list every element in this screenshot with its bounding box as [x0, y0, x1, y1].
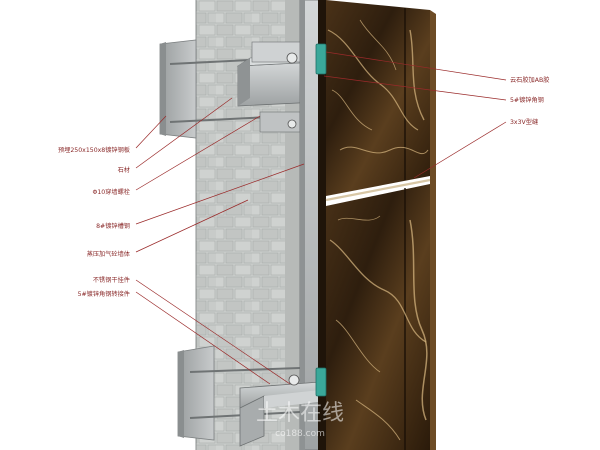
bolt-nut-icon — [287, 119, 297, 129]
bolt-nut-icon — [288, 374, 300, 386]
right-labels: 云石胶加AB胶 5#镀锌角钢 3x3V型缝 — [510, 76, 549, 126]
lower-angle-bracket — [239, 374, 321, 447]
v-joint — [325, 178, 431, 202]
marble-edge — [318, 0, 326, 450]
embedded-plate-upper — [159, 39, 197, 139]
label-v-joint: 3x3V型缝 — [510, 118, 538, 126]
label-stone: 石材 — [118, 166, 130, 174]
label-angle-connector: 5#镀锌角钢转接件 — [78, 290, 130, 298]
stone-clip-lower — [315, 367, 327, 397]
stone-clip-upper — [315, 43, 327, 75]
watermark-url: co188.com — [275, 429, 325, 439]
watermark-logo: 土木在线 — [256, 401, 344, 426]
label-angle-steel: 5#镀锌角钢 — [510, 96, 544, 104]
label-wall: 蒸压加气砼墙体 — [87, 250, 131, 258]
embedded-plate-lower — [177, 345, 215, 441]
upper-channel-bracket — [236, 41, 332, 133]
left-labels: 预埋250x150x8镀锌钢板 石材 Φ10穿墙螺栓 8#镀锌槽钢 蒸压加气砼墙… — [58, 146, 131, 298]
label-clip: 不锈钢干挂件 — [93, 276, 130, 284]
label-channel: 8#镀锌槽钢 — [96, 222, 130, 230]
leader-lines — [135, 51, 507, 385]
bolt-nut-icon — [286, 52, 298, 64]
label-embedded-plate: 预埋250x150x8镀锌钢板 — [58, 146, 130, 154]
label-adhesive: 云石胶加AB胶 — [510, 76, 549, 84]
marble-cladding — [318, 0, 436, 450]
watermark: 土木在线 co188.com — [256, 401, 344, 439]
marble-panel-lower — [326, 184, 430, 450]
marble-veins — [327, 19, 429, 441]
marble-side — [430, 10, 436, 450]
label-wall-bolt: Φ10穿墙螺栓 — [93, 188, 131, 196]
